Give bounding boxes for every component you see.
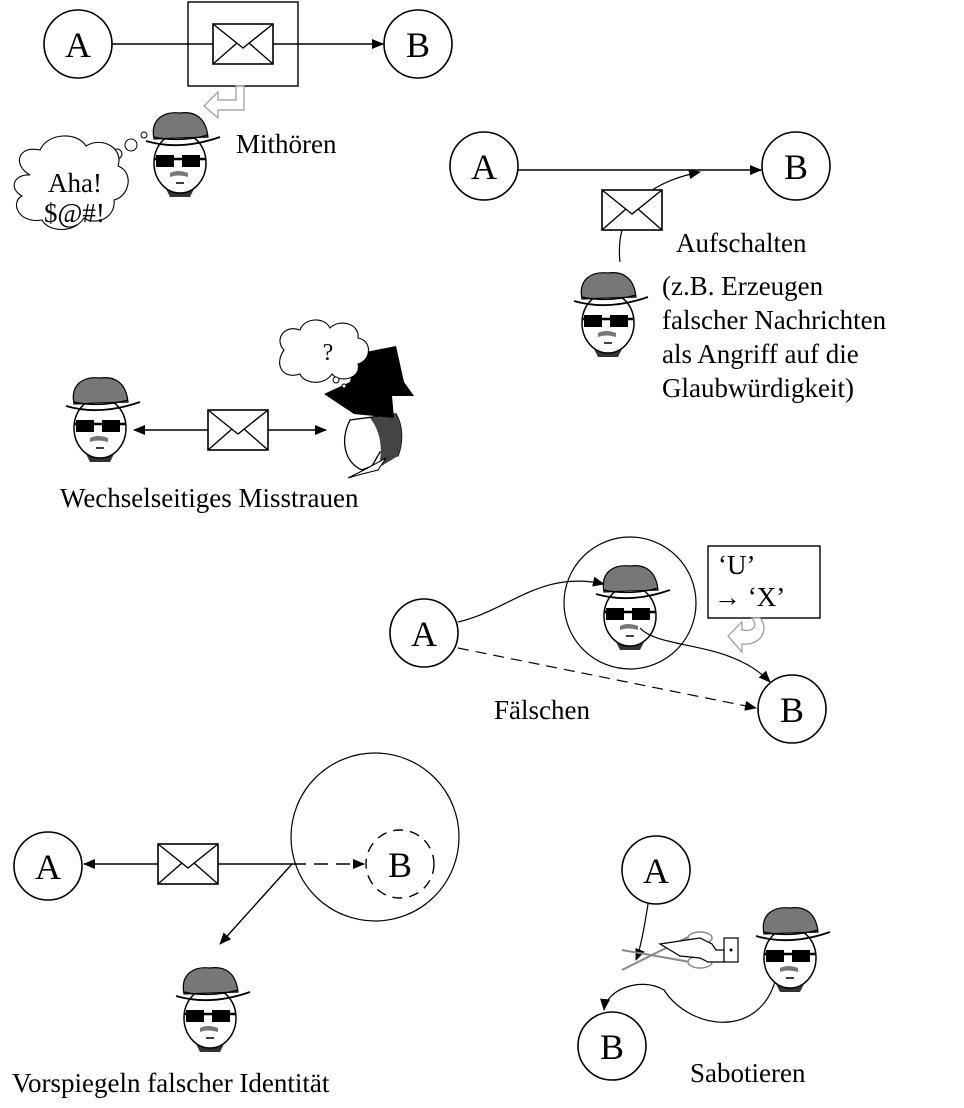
sabotage-label: Sabotieren bbox=[690, 1058, 806, 1088]
envelope-icon bbox=[212, 23, 274, 65]
injection-label: Aufschalten bbox=[676, 228, 807, 258]
scenario-distrust: ? Wechselseitiges Misstrauen bbox=[60, 319, 414, 513]
scenario-injection: A B Aufschalten (z.B. Erzeugen falscher … bbox=[449, 131, 887, 403]
scenario-sabotage: A B Sabotieren bbox=[577, 835, 832, 1088]
spy-face-icon bbox=[144, 111, 222, 199]
node-b bbox=[757, 674, 827, 744]
intercept-path bbox=[457, 576, 605, 623]
spoofing-label: Vorspiegeln falscher Identität bbox=[12, 1068, 330, 1098]
speech-line-1: Aha! bbox=[48, 168, 102, 198]
node-b-spoofed bbox=[365, 829, 435, 899]
impersonation-zone bbox=[290, 752, 460, 922]
severed-path-bottom bbox=[600, 977, 777, 1023]
node-a bbox=[621, 835, 691, 905]
thought-mark: ? bbox=[323, 340, 334, 366]
change-to: → ‘X’ bbox=[714, 582, 785, 612]
distrust-label: Wechselseitiges Misstrauen bbox=[60, 483, 359, 513]
node-b-label: B bbox=[388, 845, 412, 885]
hat-man-icon bbox=[324, 346, 414, 479]
node-a-label: A bbox=[411, 614, 437, 654]
node-b-label: B bbox=[784, 147, 808, 187]
node-b-label: B bbox=[406, 25, 430, 65]
node-a-label: A bbox=[65, 25, 91, 65]
scenario-spoofing: A B Vorspiegeln falscher Identität bbox=[12, 752, 460, 1098]
envelope-icon bbox=[157, 843, 219, 885]
node-a bbox=[449, 131, 519, 201]
expected-path bbox=[457, 647, 757, 711]
node-a-label: A bbox=[471, 147, 497, 187]
return-arrow-icon bbox=[727, 617, 765, 654]
envelope-icon bbox=[601, 189, 663, 231]
node-b bbox=[577, 1011, 647, 1081]
eavesdrop-label: Mithören bbox=[236, 129, 337, 159]
change-from: ‘U’ bbox=[718, 550, 755, 580]
node-b bbox=[383, 9, 453, 79]
node-a-label: A bbox=[643, 851, 669, 891]
spy-face-icon bbox=[754, 906, 832, 994]
node-a bbox=[389, 598, 459, 668]
injection-note-1: (z.B. Erzeugen bbox=[662, 271, 824, 301]
speech-cloud bbox=[13, 135, 129, 231]
node-a bbox=[13, 831, 83, 901]
severed-path-top bbox=[635, 903, 649, 961]
node-b bbox=[761, 131, 831, 201]
attacker-zone bbox=[563, 536, 697, 670]
spy-face-icon bbox=[174, 966, 252, 1054]
node-b-label: B bbox=[600, 1027, 624, 1067]
node-b-label: B bbox=[780, 690, 804, 730]
spy-face-icon bbox=[572, 271, 650, 359]
injection-note-4: Glaubwürdigkeit) bbox=[662, 373, 854, 403]
node-a-label: A bbox=[35, 847, 61, 887]
diversion-arrow bbox=[219, 863, 293, 945]
spy-face-icon bbox=[64, 376, 142, 464]
envelope-icon bbox=[207, 409, 269, 451]
injection-note-2: falscher Nachrichten bbox=[662, 305, 887, 335]
pointing-hand-icon bbox=[658, 937, 739, 963]
tap-arrow-icon bbox=[203, 85, 245, 120]
injection-note-3: als Angriff auf die bbox=[662, 339, 859, 369]
forgery-label: Fälschen bbox=[494, 695, 590, 725]
speech-line-2: $@#! bbox=[44, 198, 105, 228]
scenario-eavesdrop: A B Aha! $@#! Mithören bbox=[13, 1, 453, 231]
forward-path bbox=[639, 627, 771, 683]
scenario-forgery: A B ‘U’ → ‘X’ Fälschen bbox=[389, 536, 827, 744]
change-box bbox=[707, 545, 821, 619]
spy-face-icon bbox=[594, 564, 672, 652]
